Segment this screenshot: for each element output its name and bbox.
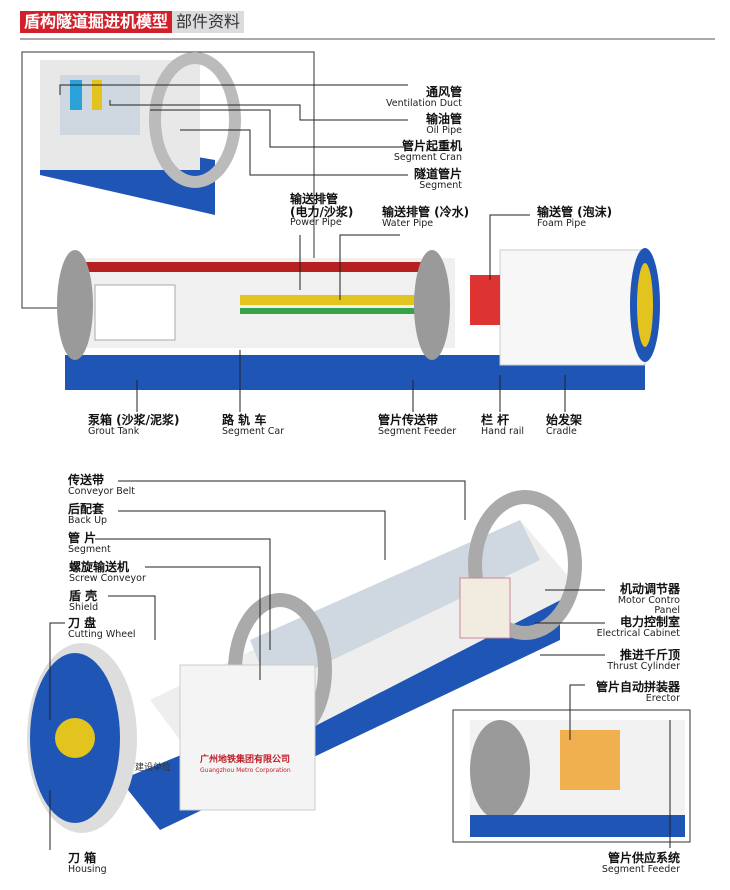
label-chinese: 机动调节器: [619, 582, 680, 596]
label-english: Motor Contro Panel: [617, 594, 680, 616]
page-subtitle: 部件资料: [172, 11, 245, 33]
label-english: Cutting Wheel: [68, 628, 136, 640]
machine-bottom: [27, 490, 582, 833]
label-chinese: 始发架: [546, 413, 583, 427]
label-chinese: 盾 壳: [69, 589, 98, 603]
label-chinese: 输送排管 (冷水): [382, 205, 470, 219]
label-chinese: 输送排管 (电力/沙浆): [290, 192, 354, 219]
label-chinese: 螺旋输送机: [69, 560, 130, 574]
segment-logo-company-en: Guangzhou Metro Corporation: [200, 767, 291, 774]
label-english: Oil Pipe: [426, 124, 462, 136]
label-chinese: 管片自动拼装器: [595, 680, 680, 694]
inset-machine-top: [40, 52, 241, 215]
label-chinese: 路 轨 车: [222, 413, 267, 427]
label-chinese: 管片传送带: [378, 413, 439, 427]
inset-machine-bottom: [470, 720, 685, 837]
label-english: Grout Tank: [88, 425, 140, 437]
label-english: Cradle: [546, 425, 577, 437]
label-chinese: 刀 盘: [68, 616, 97, 630]
bottom-leader-lines: [49, 480, 671, 850]
label-foam-pipe: 输送管 (泡沫)Foam Pipe: [537, 206, 612, 229]
segment-logo-owner: 建设单位: [135, 763, 172, 773]
machine-top: [57, 248, 660, 390]
label-english: Housing: [68, 863, 107, 875]
label-english: Foam Pipe: [537, 217, 587, 229]
label-chinese: 栏 杆: [481, 413, 510, 427]
label-chinese: 管片供应系统: [607, 851, 680, 865]
label-chinese: 输油管: [425, 112, 462, 126]
inset-frame-bottom: [452, 709, 691, 843]
label-english: Segment: [419, 179, 462, 191]
label-english: Segment Feeder: [378, 425, 457, 437]
label-chinese: 推进千斤顶: [619, 648, 680, 662]
label-english: Segment: [68, 543, 111, 555]
top-leader-lines: [59, 84, 566, 412]
label-english: Thrust Cylinder: [607, 660, 680, 672]
label-english: Back Up: [68, 514, 108, 526]
label-english: Water Pipe: [382, 217, 434, 229]
label-english: Screw Conveyor: [69, 572, 146, 584]
label-chinese: 后配套: [68, 502, 105, 516]
label-english: Conveyor Belt: [68, 485, 136, 497]
label-english: Power Pipe: [290, 217, 342, 229]
label-chinese: 管 片: [68, 531, 97, 545]
header-divider: [20, 38, 715, 40]
label-chinese: 管片起重机: [401, 139, 462, 153]
label-chinese: 输送管 (泡沫): [537, 205, 613, 219]
label-english: Electrical Cabinet: [596, 627, 680, 639]
label-english: Erector: [645, 692, 680, 704]
label-english: Segment Feeder: [601, 863, 680, 875]
label-grout-tank: 泵箱 (沙浆/泥浆)Grout Tank: [88, 414, 180, 437]
label-chinese: 通风管: [425, 85, 462, 99]
page-header: 盾构隧道掘进机模型 部件资料: [20, 11, 245, 33]
label-english: Shield: [69, 601, 99, 613]
label-water-pipe: 输送排管 (冷水)Water Pipe: [382, 206, 469, 229]
segment-logo: 广州地铁集团有限公司 Guangzhou Metro Corporation: [200, 752, 291, 775]
segment-logo-company: 广州地铁集团有限公司: [200, 755, 291, 765]
label-english: Segment Cran: [393, 151, 462, 163]
label-english: Ventilation Duct: [386, 97, 462, 109]
label-chinese: 电力控制室: [619, 615, 680, 629]
page-title: 盾构隧道掘进机模型: [20, 11, 173, 33]
label-power-pipe: 输送排管 (电力/沙浆)Power Pipe: [290, 193, 380, 228]
label-chinese: 隧道管片: [413, 167, 462, 181]
label-english: Segment Car: [222, 425, 285, 437]
label-chinese: 泵箱 (沙浆/泥浆): [88, 413, 180, 427]
label-english: Hand rail: [481, 425, 525, 437]
label-chinese: 刀 箱: [68, 851, 97, 865]
label-chinese: 传送带: [68, 473, 105, 487]
